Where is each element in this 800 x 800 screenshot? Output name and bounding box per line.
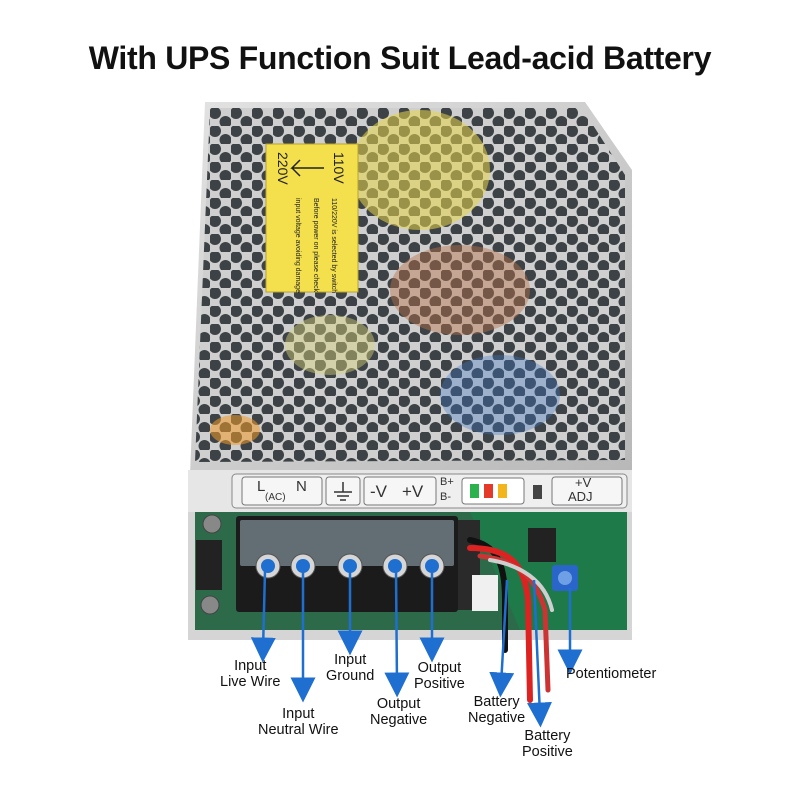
page-title: With UPS Function Suit Lead-acid Battery — [88, 40, 712, 76]
callout-input-live-wire: Input Live Wire — [220, 658, 280, 690]
casing-top — [190, 102, 632, 475]
potentiometer-knob — [558, 571, 572, 585]
terminal-screws — [255, 553, 445, 579]
terminal-label-v-minus: -V — [370, 482, 387, 501]
callout-potentiometer: Potentiometer — [566, 666, 657, 682]
led-green — [470, 484, 479, 498]
terminal-label-b-plus: B+ — [440, 476, 454, 488]
adj-label-v: +V — [575, 475, 592, 490]
callout-battery-positive: Battery Positive — [522, 728, 573, 760]
led-red — [484, 484, 493, 498]
callout-output-negative-line2: Negative — [370, 712, 428, 728]
callout-input-ground: Input Ground — [326, 652, 374, 684]
led-indicator — [533, 485, 542, 499]
callout-input-neutral-line1: Input — [282, 706, 315, 722]
callout-output-positive-line1: Output — [417, 660, 462, 676]
sticker-line-3: input voltage avoiding damage — [294, 198, 301, 293]
sticker-line-2: Before power on please check — [312, 198, 319, 293]
callout-output-negative-line1: Output — [376, 696, 421, 712]
callout-output-positive: Output Positive — [414, 660, 465, 692]
sticker-220v: 220V — [275, 152, 291, 185]
terminal-label-ac: (AC) — [265, 492, 286, 503]
callout-input-neutral-line2: Neutral Wire — [258, 722, 339, 738]
callout-input-neutral-wire: Input Neutral Wire — [258, 706, 339, 738]
callout-arrows — [250, 570, 583, 728]
led-yellow — [498, 484, 507, 498]
callout-input-live-line2: Live Wire — [220, 674, 281, 690]
callout-output-negative: Output Negative — [370, 696, 427, 728]
adj-label-adj: ADJ — [568, 489, 593, 504]
voltage-warning-sticker: 110V 220V 110/220V is selected by switch… — [265, 143, 359, 293]
terminal-label-l: L — [257, 478, 266, 495]
ground-symbol-icon — [334, 482, 352, 501]
callout-battery-negative: Battery Negative — [468, 694, 525, 726]
terminal-label-b-minus: B- — [440, 491, 451, 503]
sticker-line-1: 110/220V is selected by switch — [330, 198, 337, 293]
terminal-label-v-plus: +V — [402, 482, 424, 501]
callout-battery-negative-line2: Negative — [468, 710, 526, 726]
callout-input-live-line1: Input — [234, 658, 267, 674]
terminal-label-n: N — [296, 478, 307, 495]
callout-input-ground-line2: Ground — [326, 668, 375, 684]
callout-input-ground-line1: Input — [334, 652, 367, 668]
sticker-110v: 110V — [331, 152, 347, 184]
callout-output-positive-line2: Positive — [414, 676, 465, 692]
callout-battery-positive-line2: Positive — [522, 744, 573, 760]
callout-battery-positive-line1: Battery — [524, 728, 571, 744]
callout-battery-negative-line1: Battery — [473, 694, 520, 710]
